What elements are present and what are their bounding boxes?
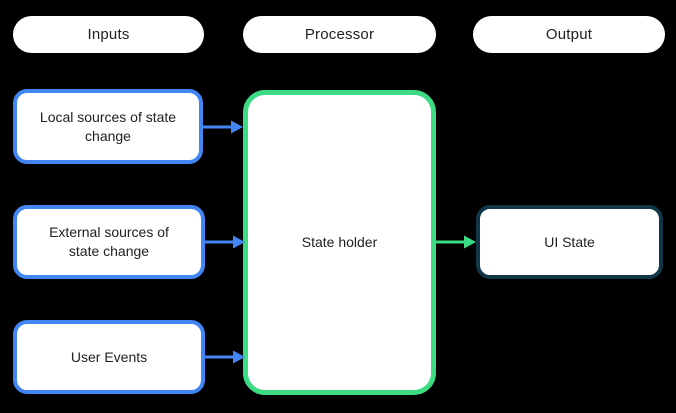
column-header-inputs: Inputs <box>13 16 204 53</box>
column-header-processor: Processor <box>243 16 436 53</box>
column-header-output: Output <box>473 16 665 53</box>
arrow-right-icon-external-to-state-holder <box>203 235 245 249</box>
node-ui-state: UI State <box>476 205 663 279</box>
node-user-events: User Events <box>13 320 205 394</box>
node-local-sources-of-state-change: Local sources of state change <box>13 89 203 164</box>
arrow-right-icon-state-holder-to-ui-state <box>434 235 476 249</box>
node-state-holder: State holder <box>243 90 436 395</box>
arrow-right-icon-user-events-to-state-holder <box>203 350 245 364</box>
arrow-right-icon-local-to-state-holder <box>201 120 243 134</box>
node-external-sources-of-state-change: External sources of state change <box>13 205 205 279</box>
